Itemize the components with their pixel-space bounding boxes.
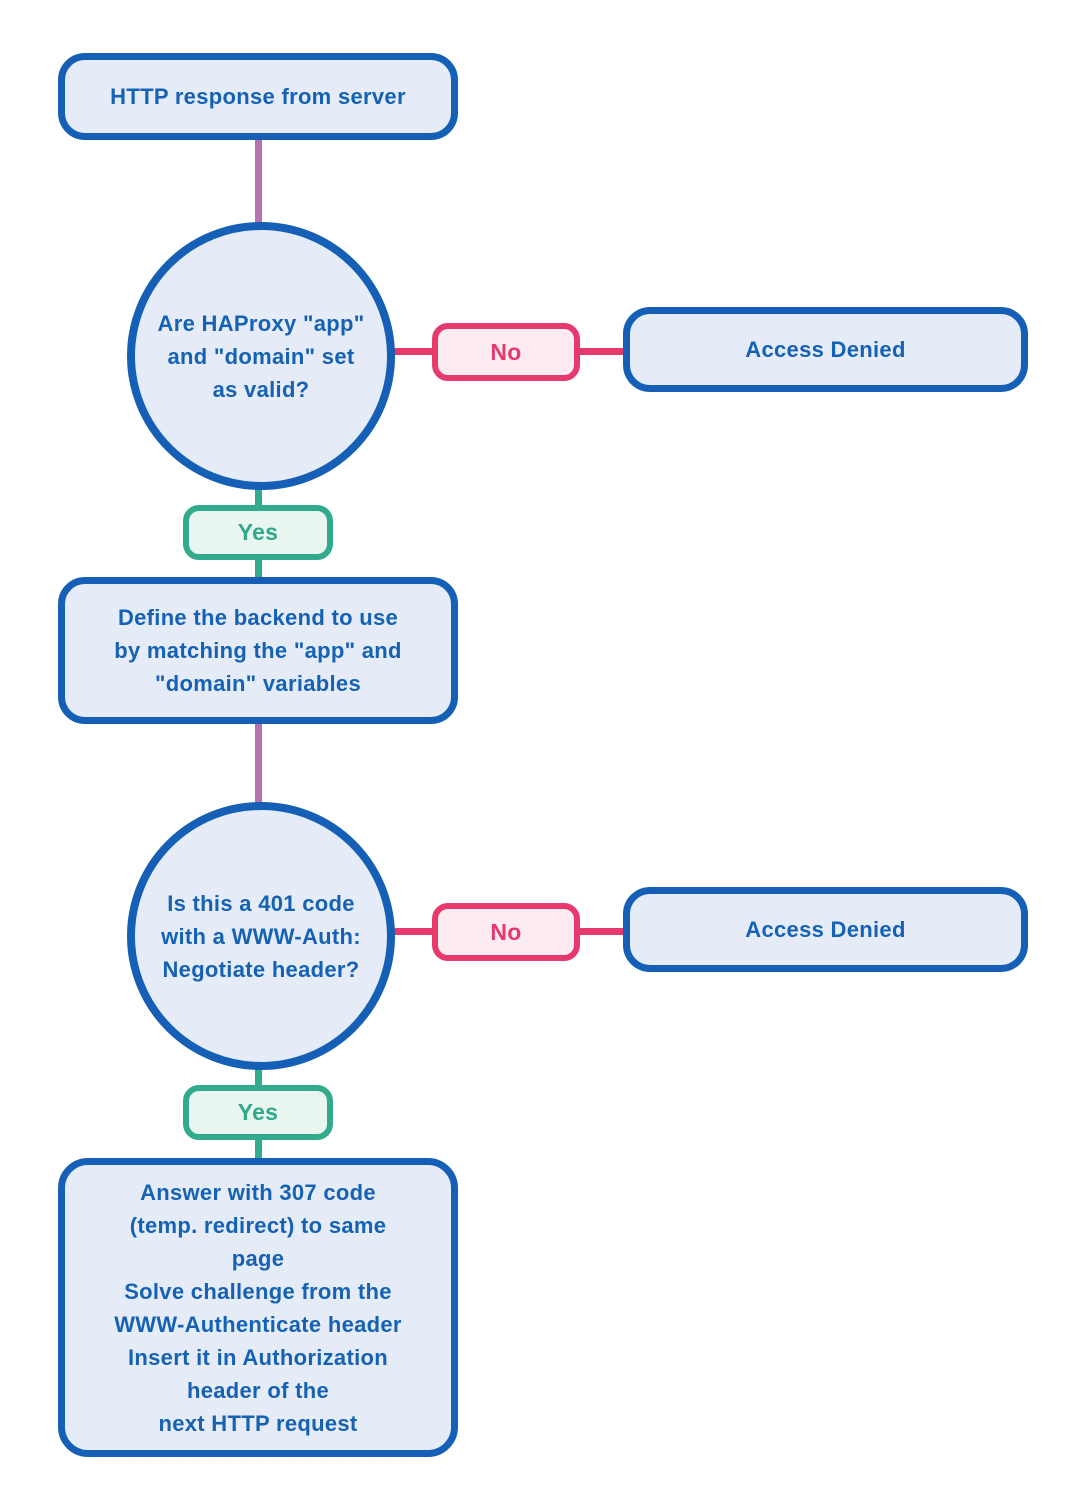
define-backend-node: Define the backend to use by matching th… [58,577,458,724]
access-denied-1-label: Access Denied [745,337,906,362]
answer-307-label: Answer with 307 code (temp. redirect) to… [114,1179,402,1436]
access-denied-box-1: Access Denied [623,307,1028,392]
no-badge-2-label: No [490,918,522,945]
access-denied-box-2: Access Denied [623,887,1028,972]
no-badge-1-label: No [490,338,522,365]
access-denied-2-label: Access Denied [745,917,906,942]
decision2-node: Is this a 401 code with a WWW-Auth: Nego… [127,802,395,1070]
decision1-question: Are HAProxy "app" and "domain" set as va… [157,310,365,402]
yes-badge-2: Yes [183,1085,333,1140]
decision1-node: Are HAProxy "app" and "domain" set as va… [127,222,395,490]
connector-start-to-decision1 [255,138,262,228]
connector-process1-to-decision2 [255,720,262,810]
define-backend-label: Define the backend to use by matching th… [114,605,402,696]
yes-badge-1: Yes [183,505,333,560]
yes-badge-1-label: Yes [237,519,279,545]
start-node: HTTP response from server [58,53,458,140]
decision2-question: Is this a 401 code with a WWW-Auth: Nego… [161,890,361,982]
answer-307-node: Answer with 307 code (temp. redirect) to… [58,1158,458,1457]
no-badge-2: No [432,903,580,961]
no-badge-1: No [432,323,580,381]
yes-badge-2-label: Yes [237,1099,279,1125]
start-node-label: HTTP response from server [110,84,406,109]
